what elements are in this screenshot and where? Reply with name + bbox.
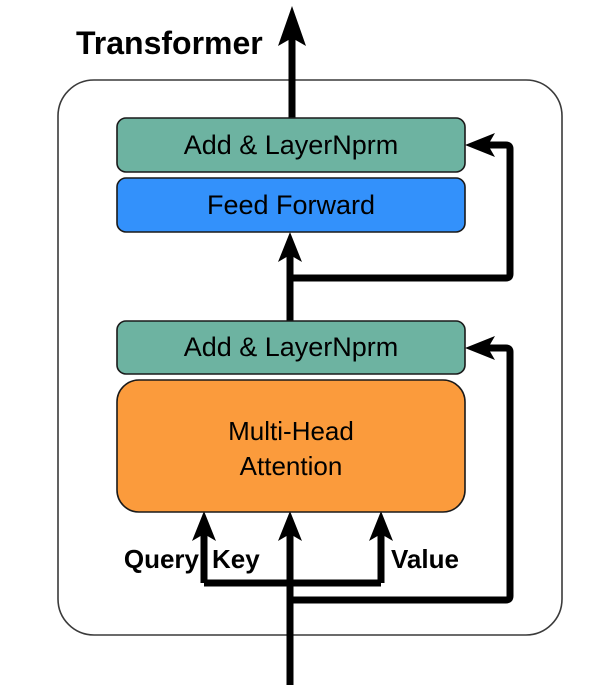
- block-add-norm-bottom[interactable]: Add & LayerNprm: [116, 320, 466, 375]
- block-feed-forward[interactable]: Feed Forward: [116, 177, 466, 233]
- feed-forward-label: Feed Forward: [207, 190, 375, 220]
- add-norm-top-label: Add & LayerNprm: [184, 130, 399, 160]
- block-add-norm-top[interactable]: Add & LayerNprm: [116, 117, 466, 173]
- multi-head-attention-label-line1: Multi-Head: [228, 416, 354, 446]
- multi-head-attention-label-line2: Attention: [240, 451, 343, 481]
- key-label: Key: [212, 544, 260, 574]
- query-label: Query: [124, 544, 200, 574]
- add-norm-bottom-label: Add & LayerNprm: [184, 332, 399, 362]
- attention-to-ff-link: [278, 232, 302, 321]
- key-arrow: [278, 511, 302, 560]
- value-label: Value: [391, 544, 459, 574]
- add-norm-bottom-rect[interactable]: [116, 320, 466, 375]
- add-norm-top-rect[interactable]: [116, 117, 466, 173]
- page-title: Transformer: [76, 25, 263, 61]
- query-arrow: [192, 511, 216, 560]
- output-arrow-top: [278, 6, 306, 118]
- residual-feedforward-arrowhead: [465, 133, 495, 157]
- residual-attention-arrowhead: [465, 336, 495, 360]
- feed-forward-rect[interactable]: [116, 177, 466, 233]
- block-multi-head-attention[interactable]: Multi-Head Attention: [116, 379, 466, 513]
- multi-head-attention-rect[interactable]: [116, 379, 466, 513]
- value-arrow: [369, 511, 393, 560]
- residual-feedforward-path: [290, 141, 514, 282]
- residual-attention-path: [290, 344, 514, 604]
- transformer-block-frame: [57, 79, 563, 636]
